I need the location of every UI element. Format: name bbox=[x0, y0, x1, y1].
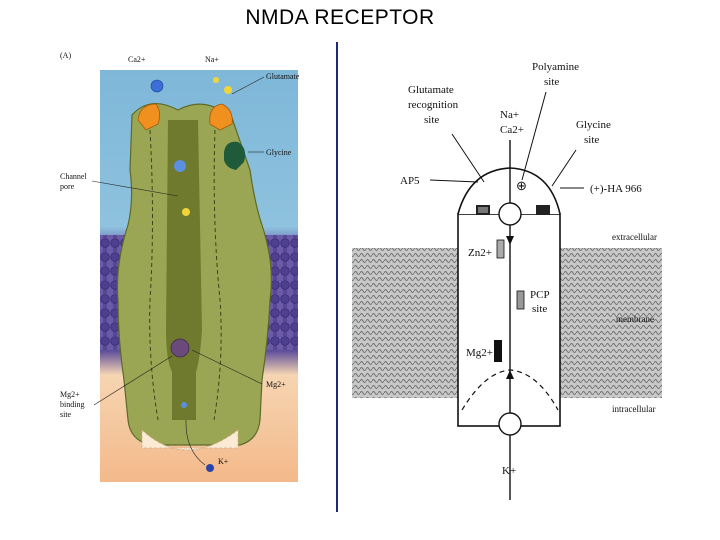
label-polyamine-2: site bbox=[544, 76, 559, 88]
glycine-site-block bbox=[536, 205, 550, 215]
panel-divider bbox=[336, 42, 338, 512]
mg-site-block bbox=[494, 340, 502, 362]
label-ha966: (+)-HA 966 bbox=[590, 183, 642, 195]
panel-letter: (A) bbox=[60, 51, 71, 60]
label-channel-pore-1: Channel bbox=[60, 172, 87, 181]
glycine-shape bbox=[224, 141, 246, 170]
label-na: Na+ bbox=[205, 55, 219, 64]
label-ap5: AP5 bbox=[400, 175, 420, 187]
lower-gate bbox=[498, 412, 522, 436]
label-ca: Ca2+ bbox=[500, 124, 524, 136]
label-channel-pore-2: pore bbox=[60, 182, 75, 191]
mg-ion bbox=[170, 338, 190, 358]
ca-ion bbox=[150, 79, 164, 93]
label-glycine-site-2: site bbox=[584, 134, 599, 146]
label-mg-binding-1: Mg2+ bbox=[60, 390, 80, 399]
label-k: K+ bbox=[502, 465, 516, 477]
label-mg: Mg2+ bbox=[466, 347, 493, 359]
na-ion-small bbox=[213, 77, 219, 83]
label-glutamate-site-1: Glutamate bbox=[408, 84, 454, 96]
na-ion bbox=[224, 86, 232, 94]
label-glutamate: Glutamate bbox=[266, 72, 300, 81]
k-ion bbox=[206, 464, 214, 472]
label-mg-right: Mg2+ bbox=[266, 380, 286, 389]
label-na: Na+ bbox=[500, 109, 519, 121]
label-glutamate-site-3: site bbox=[424, 114, 439, 126]
membrane-right bbox=[560, 248, 662, 398]
pore-ion-blue bbox=[174, 160, 186, 172]
label-mg-binding-3: site bbox=[60, 410, 72, 419]
label-zn: Zn2+ bbox=[468, 247, 492, 259]
label-mg-binding-2: binding bbox=[60, 400, 84, 409]
label-polyamine-1: Polyamine bbox=[532, 61, 579, 73]
glutamate-right-shape bbox=[209, 103, 233, 131]
plus-symbol: ⊕ bbox=[516, 178, 527, 193]
label-membrane: membrane bbox=[616, 314, 654, 324]
label-glutamate-site-2: recognition bbox=[408, 99, 459, 111]
receptor-box bbox=[457, 213, 561, 427]
receptor-dome bbox=[457, 167, 561, 215]
glutamate-left-shape bbox=[137, 103, 160, 131]
glutamate-site-block bbox=[476, 205, 490, 215]
label-pcp-2: site bbox=[532, 303, 547, 315]
pore-ion-yellow bbox=[182, 208, 190, 216]
label-intracellular: intracellular bbox=[612, 404, 655, 414]
left-receptor-illustration: (A) Ca2+ Na+ Glutamate Glycine Channel p… bbox=[60, 51, 300, 482]
membrane-left bbox=[352, 248, 458, 398]
label-glycine-site-1: Glycine bbox=[576, 119, 611, 131]
label-k: K+ bbox=[218, 457, 229, 466]
label-glycine: Glycine bbox=[266, 148, 292, 157]
page-title: NMDA RECEPTOR bbox=[245, 6, 435, 29]
pcp-site-block bbox=[516, 290, 525, 310]
label-pcp-1: PCP bbox=[530, 289, 550, 301]
upper-gate bbox=[498, 202, 522, 226]
lower-ion bbox=[181, 402, 187, 408]
zn-site-block bbox=[496, 239, 505, 259]
label-ca: Ca2+ bbox=[128, 55, 146, 64]
label-extracellular: extracellular bbox=[612, 232, 657, 242]
